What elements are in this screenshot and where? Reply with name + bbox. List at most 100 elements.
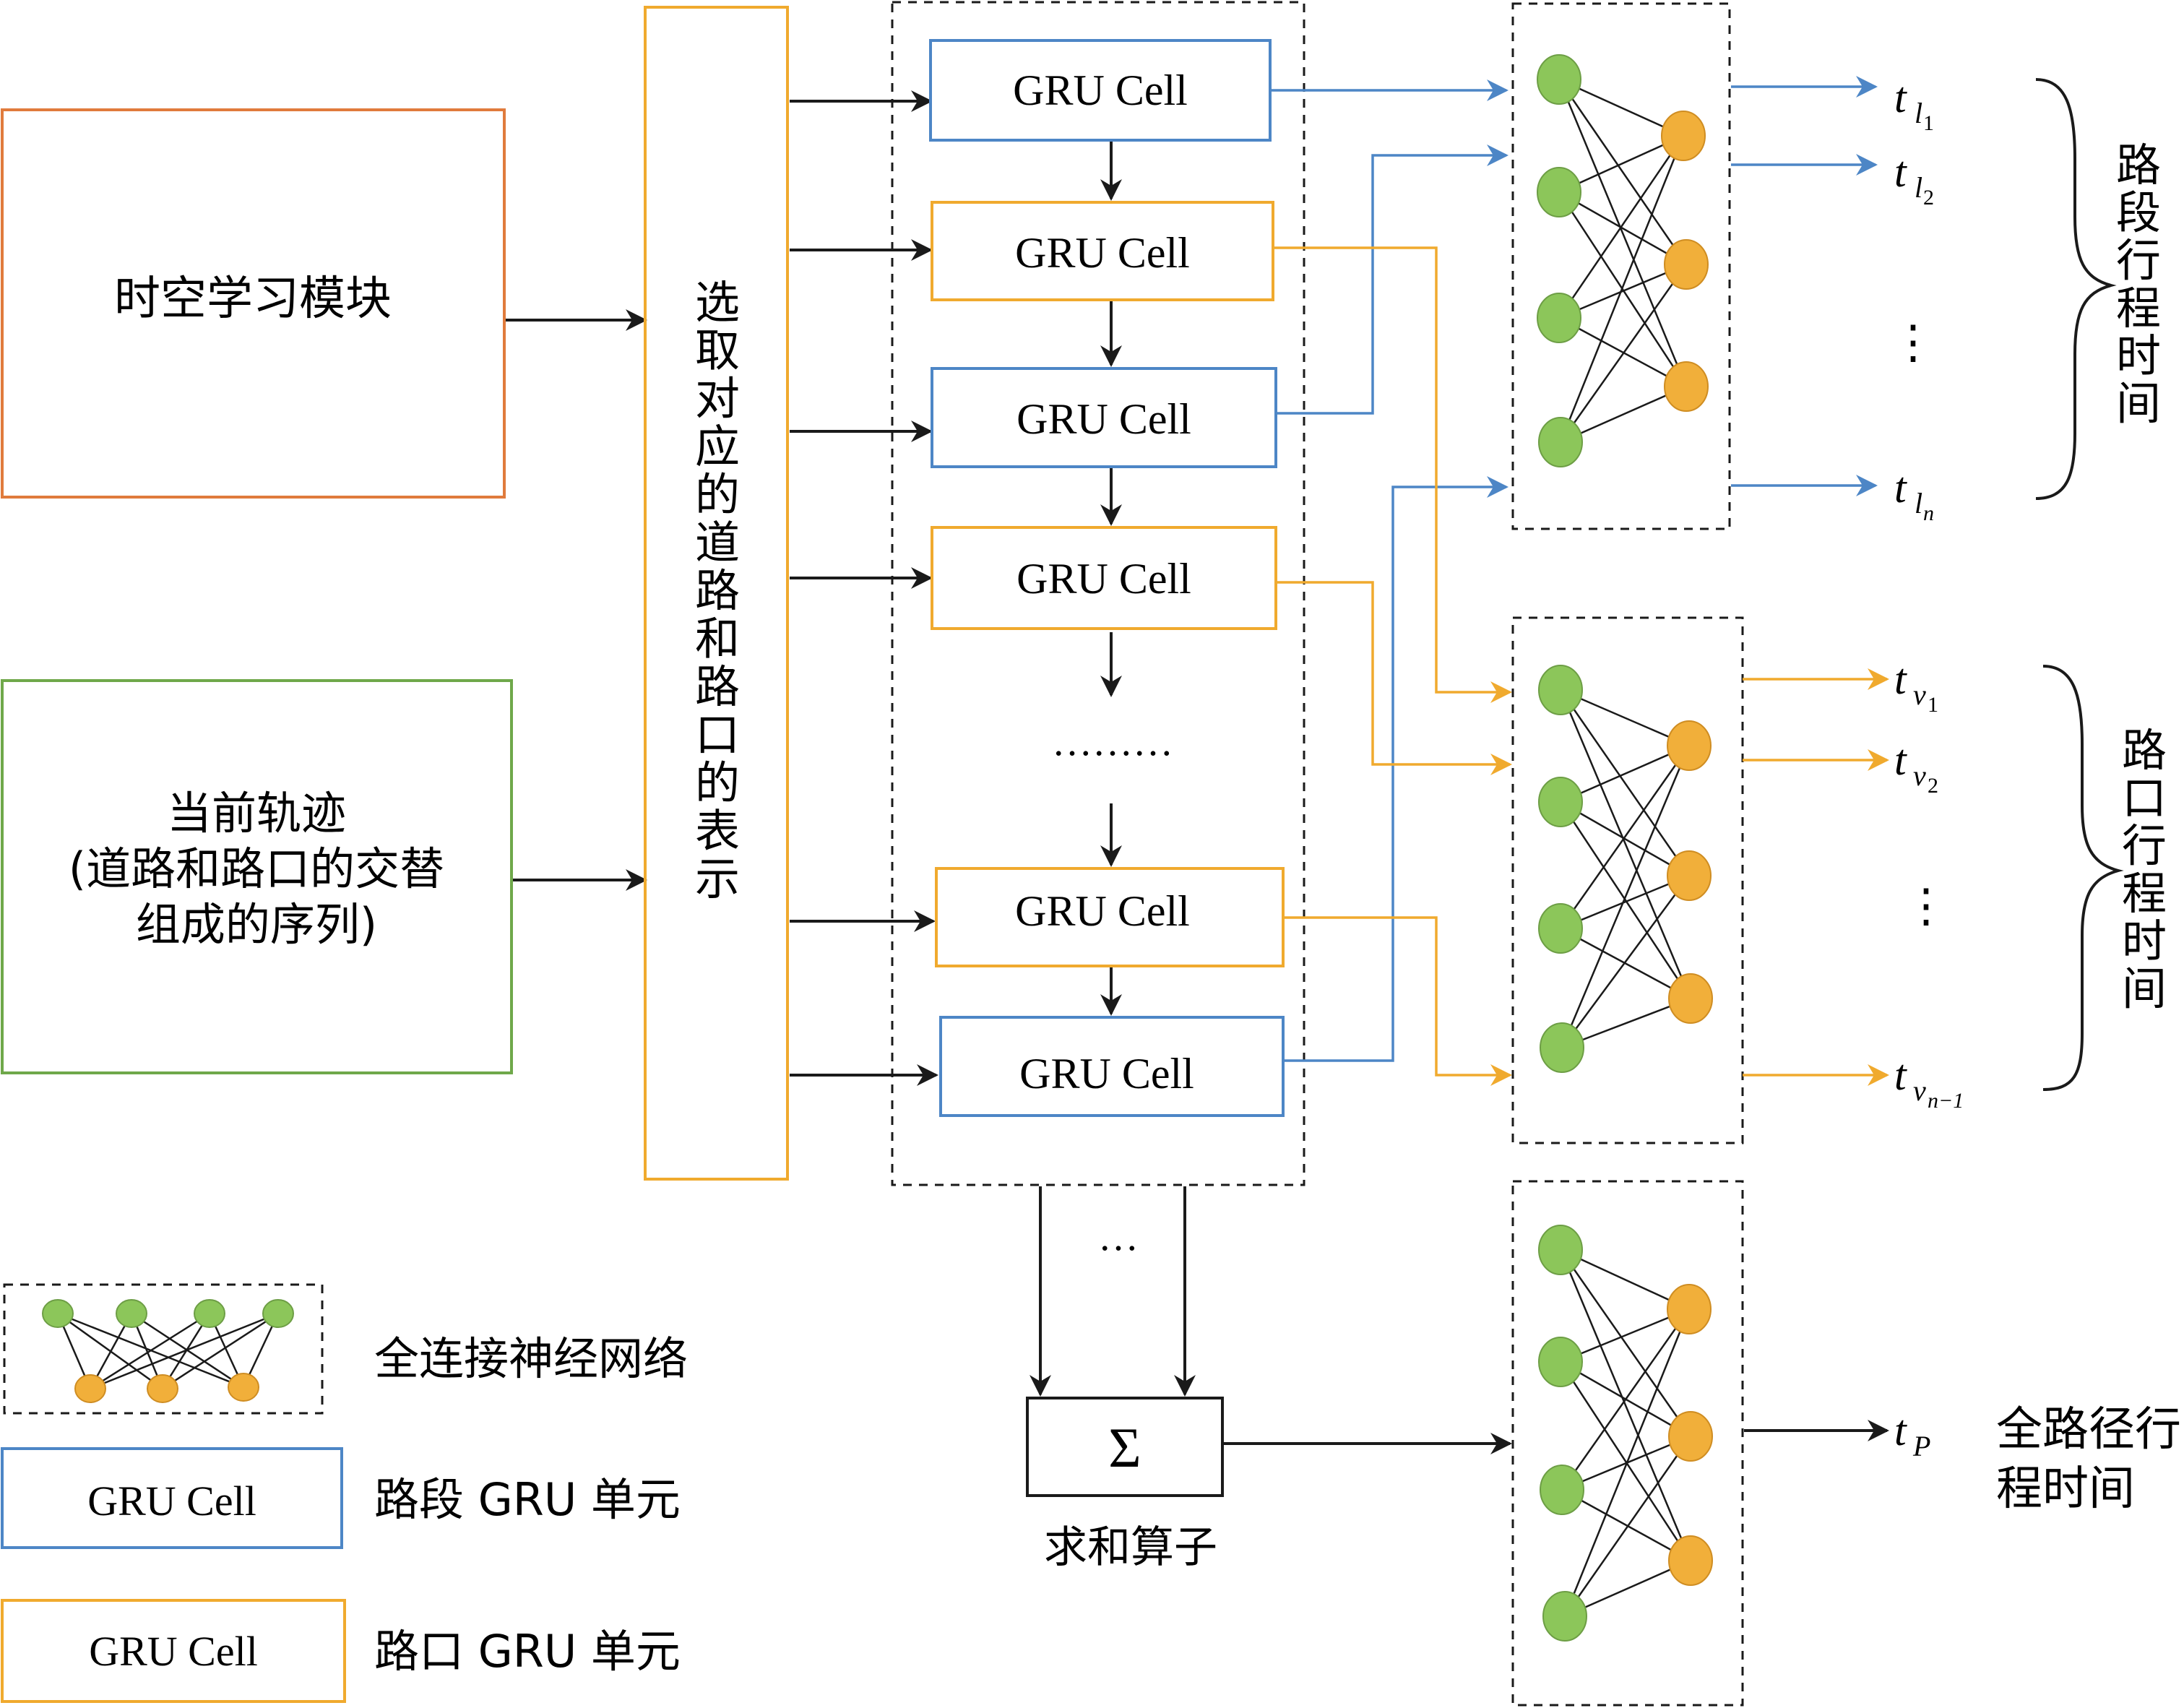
legend-fc-input-node-0 (42, 1299, 74, 1328)
segment-time-brace (2035, 78, 2117, 500)
selector-label-char-3: 应 (695, 420, 740, 473)
selector-label-char-12: 示 (695, 853, 740, 905)
segment-output-arrows (1731, 76, 1878, 496)
svg-text:P: P (1912, 1430, 1930, 1462)
fc-intersection-output-node-1 (1667, 850, 1712, 901)
fc-network-segment (1537, 54, 1709, 467)
intersection-vertical-dots: ⋮ (1903, 880, 1949, 931)
selector-label-char-2: 对 (695, 372, 740, 425)
fc-network-intersection (1538, 665, 1713, 1073)
segment-vertical-dots: ⋮ (1890, 316, 1936, 368)
spatiotemporal-module: 时空学习模块 (1, 108, 506, 499)
fc-path-input-node-3 (1542, 1591, 1587, 1642)
fc-path-edge-3-2 (1564, 1559, 1691, 1618)
output-label-t-v2: t v 2 (1894, 736, 1938, 798)
svg-text:t: t (1894, 74, 1907, 121)
trajectory-line-3: 组成的序列) (136, 898, 377, 951)
svg-text:t: t (1894, 736, 1907, 784)
fc-path-edge-1-0 (1560, 1308, 1690, 1363)
intersection-time-label-char-2: 行 (2122, 819, 2167, 872)
gru-cell-2: GRU Cell (931, 201, 1274, 301)
legend-fc-edge-3-0 (90, 1312, 279, 1390)
legend-fc-output-node-1 (147, 1374, 178, 1403)
legend-fc-input-node-2 (194, 1299, 225, 1328)
selector-label-char-7: 和 (695, 613, 740, 665)
sum-operator: Σ (1026, 1397, 1224, 1497)
fc-intersection-edge-1-2 (1559, 801, 1692, 999)
intersection-time-brace (2042, 665, 2124, 1091)
fc-intersection-edge-3-0 (1561, 745, 1691, 1048)
legend-fc-input-node-1 (116, 1299, 147, 1328)
fc-segment-edge-3-1 (1559, 264, 1688, 443)
legend-segment-label: 路段 GRU 单元 (374, 1473, 681, 1526)
output-label-t-p: t P (1894, 1407, 1930, 1462)
output-label-t-ln: t l n (1894, 464, 1934, 525)
fc-intersection-edge-3-2 (1561, 997, 1691, 1049)
gru-cell-1: GRU Cell (929, 39, 1272, 142)
svg-text:v: v (1913, 678, 1926, 711)
svg-text:t: t (1894, 1051, 1907, 1099)
fc-path-edge-2-0 (1561, 1308, 1691, 1491)
selector-label-char-8: 路 (695, 660, 740, 713)
gru-cell-3: GRU Cell (931, 367, 1277, 468)
fc-intersection-input-node-1 (1538, 777, 1583, 827)
fc-network-segment-frame (1511, 2, 1731, 530)
gru-cell-2-label: GRU Cell (1015, 229, 1190, 277)
svg-text:t: t (1894, 464, 1907, 512)
fc-segment-edge-2-0 (1558, 135, 1685, 319)
svg-text:l: l (1915, 97, 1922, 129)
svg-text:2: 2 (1923, 186, 1934, 210)
fc-path-edge-3-1 (1563, 1436, 1692, 1617)
fc-intersection-edge-2-1 (1560, 874, 1690, 930)
fc-segment-edge-3-2 (1560, 385, 1687, 444)
gru-cell-1-label: GRU Cell (1013, 66, 1188, 114)
fc-segment-output-node-1 (1664, 239, 1709, 290)
trajectory-line-2: (道路和路口的交替 (69, 842, 444, 895)
svg-text:n: n (1923, 501, 1934, 525)
legend-fc-label: 全连接神经网络 (374, 1332, 688, 1385)
svg-text:l: l (1915, 487, 1922, 519)
output-label-t-v1: t v 1 (1894, 655, 1938, 717)
gru-container (891, 1, 1305, 1186)
segment-time-label-char-2: 行 (2116, 234, 2161, 287)
fc-network-path (1538, 1225, 1713, 1642)
output-label-t-l1: t l 1 (1894, 74, 1934, 135)
svg-text:1: 1 (1928, 693, 1938, 717)
fc-path-edge-1-2 (1559, 1361, 1692, 1561)
trajectory-module: 当前轨迹 (道路和路口的交替 组成的序列) (1, 679, 513, 1074)
sum-symbol: Σ (1108, 1416, 1141, 1479)
svg-text:l: l (1915, 171, 1922, 204)
svg-text:n−1: n−1 (1928, 1089, 1964, 1113)
legend: 全连接神经网络 GRU Cell 路段 GRU 单元 GRU Cell 路口 G… (1, 1283, 688, 1703)
bottom-ellipsis: … (1098, 1215, 1139, 1259)
intersection-time-label-char-4: 时 (2122, 915, 2167, 967)
fc-segment-input-node-3 (1538, 417, 1583, 467)
sum-caption: 求和算子 (1044, 1522, 1217, 1573)
legend-fc-frame (3, 1283, 324, 1415)
intersection-time-label-char-5: 间 (2122, 962, 2167, 1015)
fc-intersection-edge-0-0 (1560, 689, 1690, 747)
legend-fc-output-node-0 (74, 1374, 106, 1403)
output-label-t-l2: t l 2 (1894, 148, 1934, 210)
fc-path-output-node-1 (1668, 1411, 1713, 1462)
svg-text:t: t (1894, 1407, 1907, 1454)
spatiotemporal-module-label: 时空学习模块 (114, 272, 392, 326)
fc-intersection-edge-2-2 (1560, 927, 1691, 1000)
fc-intersection-edge-0-2 (1559, 689, 1692, 999)
output-label-t-vn-1: t v n−1 (1894, 1051, 1964, 1113)
legend-segment-cell (1, 1447, 343, 1549)
legend-segment-cell-label: GRU Cell (87, 1478, 256, 1524)
svg-text:v: v (1913, 759, 1926, 792)
legend-fc-input-node-3 (262, 1299, 294, 1328)
fc-path-edge-2-2 (1561, 1488, 1691, 1562)
intersection-time-label-char-0: 路 (2122, 724, 2167, 777)
path-time-label-line-2: 程时间 (1996, 1462, 2135, 1516)
intersection-time-label-char-3: 程 (2122, 867, 2167, 920)
fc-path-edge-0-0 (1560, 1248, 1690, 1311)
fc-path-output-node-0 (1667, 1284, 1712, 1334)
svg-text:v: v (1913, 1074, 1926, 1107)
